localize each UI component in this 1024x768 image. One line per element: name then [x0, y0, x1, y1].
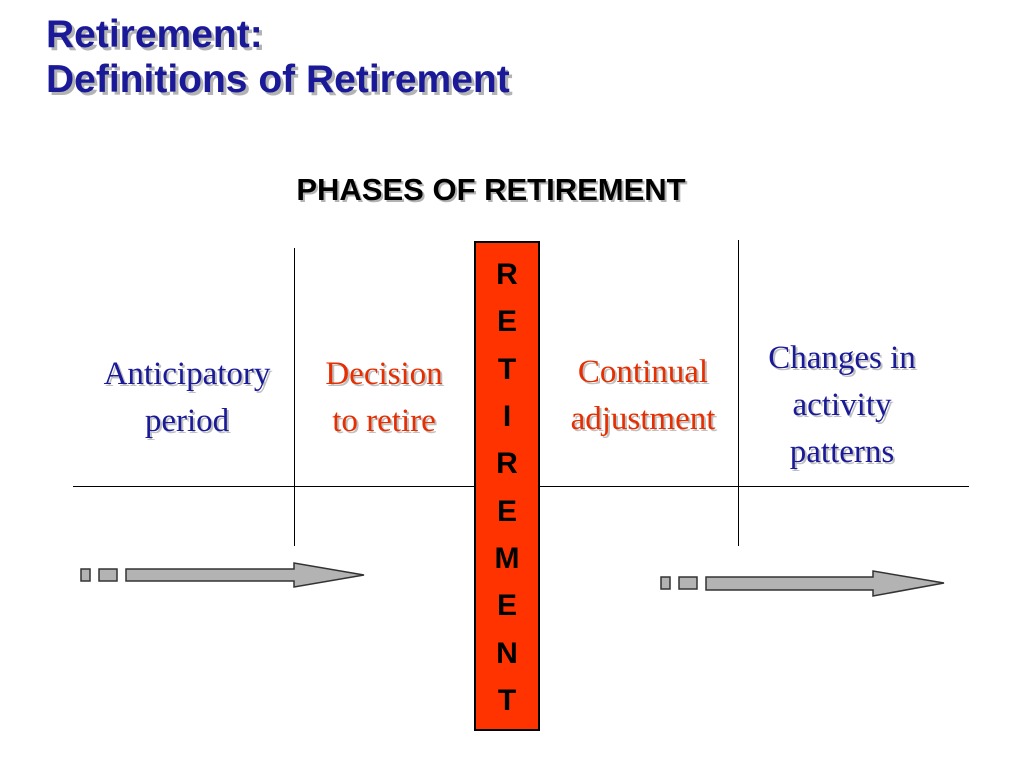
- divider-right: [738, 240, 739, 546]
- retirement-letter: T: [497, 352, 517, 386]
- phase-anticipatory-period: Anticipatory period: [82, 351, 292, 445]
- phase-label-line: Anticipatory: [103, 356, 271, 392]
- retirement-letter: T: [497, 683, 517, 717]
- phase-label-line: adjustment: [570, 401, 716, 437]
- phase-label-line: patterns: [789, 434, 895, 470]
- phase-label-line: Continual: [577, 354, 709, 390]
- phase-label-line: Decision: [325, 356, 443, 392]
- phase-label-line: activity: [792, 387, 892, 423]
- slide-title: Retirement: Definitions of Retirement: [46, 12, 510, 102]
- slide-title-line-1: Retirement:: [46, 13, 263, 56]
- phase-label-line: period: [144, 403, 230, 439]
- phase-continual-adjustment: Continual adjustment: [548, 349, 738, 443]
- dashed-arrow-right-icon: [80, 562, 365, 588]
- retirement-letter: R: [496, 447, 518, 481]
- diagram-heading: PHASES OF RETIREMENT: [296, 172, 686, 207]
- divider-left: [294, 248, 295, 546]
- retirement-event-box: R E T I R E M E N T: [474, 241, 540, 731]
- dashed-arrow-right-icon: [660, 570, 945, 597]
- phase-label-line: Changes in: [768, 340, 916, 376]
- retirement-letter: M: [494, 541, 520, 575]
- retirement-letter: R: [496, 258, 518, 291]
- retirement-letter: E: [496, 494, 517, 528]
- retirement-letter: E: [496, 589, 517, 623]
- retirement-letter: N: [496, 636, 518, 670]
- retirement-letter: I: [502, 399, 512, 433]
- phase-label-line: to retire: [332, 403, 436, 439]
- slide-title-line-2: Definitions of Retirement: [46, 58, 510, 101]
- phase-decision-to-retire: Decision to retire: [300, 351, 468, 445]
- phase-changes-in-activity-patterns: Changes in activity patterns: [744, 335, 940, 476]
- retirement-letter: E: [496, 305, 517, 339]
